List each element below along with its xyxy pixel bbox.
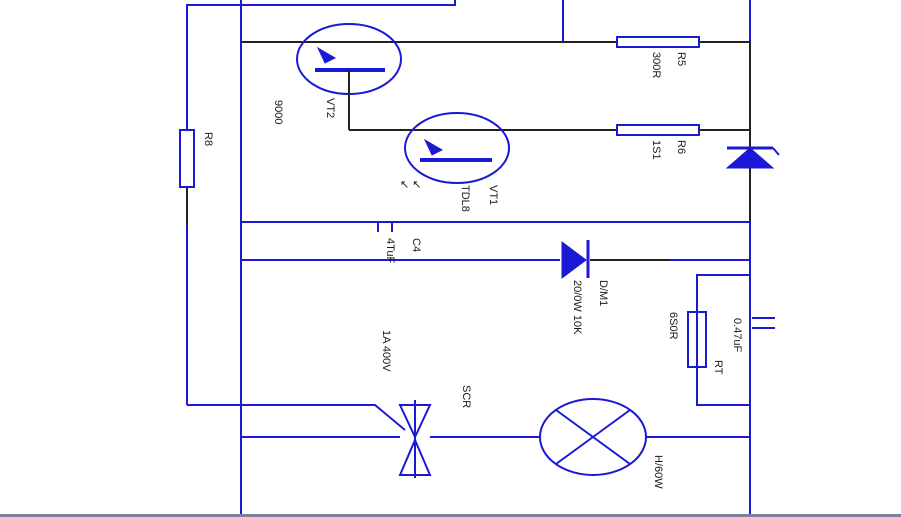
right-zener-diode [725,147,775,169]
label-vt2-part: 9000 [272,100,284,124]
top-wire-r8 [186,0,456,130]
bottom-border [0,514,901,517]
lamp [539,398,647,476]
label-r5-value: 300R [650,52,662,78]
label-rt-name: RT [712,360,724,375]
rt-loop [696,274,750,406]
label-r8: R8 [202,132,214,146]
vt1-transistor [404,112,510,184]
lamp-cross-2 [555,409,631,465]
label-vd1-name: D/M1 [597,280,609,306]
label-lamp: H/60W [652,455,664,489]
label-vd1-value: 20/0W 10K [571,280,583,335]
vd1-diode [561,241,587,279]
label-vt1-part: TDL8 [459,185,471,212]
label-r6-value: 1S1 [650,140,662,160]
right-zener-tip [772,147,780,156]
label-c4-name: C4 [410,238,422,252]
vt1-emitter-arrow [423,138,444,156]
label-c4-value: 4TuF [384,238,396,264]
label-rt-res: 6S0R [667,312,679,340]
light-symbol: ↖ ↖ [400,179,422,191]
r6-resistor [616,124,700,136]
vt2-emitter-arrow [316,46,337,64]
rt-resistor [687,311,707,368]
r8-resistor [179,129,195,188]
label-scr-value: 1A 400V [380,330,392,372]
label-r6-name: R6 [675,140,687,154]
wire-to-scr-gate [187,404,406,431]
label-rt-value: 0.47uF [731,318,743,353]
label-vt1-name: VT1 [487,185,499,205]
label-vt2-name: VT2 [324,98,336,118]
label-scr-name: SCR [460,385,472,408]
label-r5-name: R5 [675,52,687,66]
r5-resistor [616,36,700,48]
